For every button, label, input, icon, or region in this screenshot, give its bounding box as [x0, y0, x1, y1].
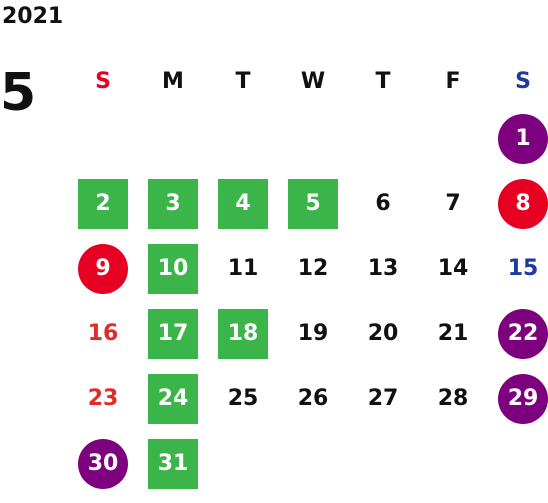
day-number: 31: [148, 438, 198, 489]
day-cell-8[interactable]: 8: [488, 171, 548, 236]
day-number: 28: [437, 386, 469, 411]
day-number: 15: [507, 256, 539, 281]
day-cell-23[interactable]: 23: [68, 366, 138, 431]
empty-cell: [418, 106, 488, 171]
day-cell-12[interactable]: 12: [278, 236, 348, 301]
empty-cell: [208, 106, 278, 171]
weekday-1: M: [162, 68, 184, 94]
day-cell-22[interactable]: 22: [488, 301, 548, 366]
day-cell-2[interactable]: 2: [68, 171, 138, 236]
day-cell-18[interactable]: 18: [208, 301, 278, 366]
day-number: 19: [297, 321, 329, 346]
day-number: 25: [227, 386, 259, 411]
empty-cell: [278, 106, 348, 171]
day-number: 18: [218, 308, 268, 359]
day-number: 8: [498, 178, 548, 229]
day-number: 12: [297, 256, 329, 281]
day-cell-29[interactable]: 29: [488, 366, 548, 431]
weekday-2: T: [235, 68, 251, 94]
weekday-4: T: [375, 68, 391, 94]
day-number: 6: [375, 191, 391, 216]
day-number: 24: [148, 373, 198, 424]
day-number: 13: [367, 256, 399, 281]
empty-cell: [348, 106, 418, 171]
day-cell-28[interactable]: 28: [418, 366, 488, 431]
day-cell-19[interactable]: 19: [278, 301, 348, 366]
day-cell-1[interactable]: 1: [488, 106, 548, 171]
month-number: 5: [0, 63, 37, 123]
day-cell-3[interactable]: 3: [138, 171, 208, 236]
day-cell-30[interactable]: 30: [68, 431, 138, 496]
day-cell-17[interactable]: 17: [138, 301, 208, 366]
day-number: 5: [288, 178, 338, 229]
day-number: 7: [445, 191, 461, 216]
day-number: 2: [78, 178, 128, 229]
day-number: 29: [498, 373, 548, 424]
day-number: 16: [87, 321, 119, 346]
weekday-5: F: [445, 68, 461, 94]
weekday-6: S: [515, 68, 531, 94]
empty-cell: [68, 106, 138, 171]
day-number: 23: [87, 386, 119, 411]
day-cell-15[interactable]: 15: [488, 236, 548, 301]
day-cell-31[interactable]: 31: [138, 431, 208, 496]
day-number: 1: [498, 113, 548, 164]
day-cell-6[interactable]: 6: [348, 171, 418, 236]
day-number: 9: [78, 243, 128, 294]
day-cell-14[interactable]: 14: [418, 236, 488, 301]
day-number: 17: [148, 308, 198, 359]
day-number: 4: [218, 178, 268, 229]
weekday-3: W: [300, 68, 326, 94]
day-number: 30: [78, 438, 128, 489]
day-number: 14: [437, 256, 469, 281]
day-number: 3: [148, 178, 198, 229]
day-cell-10[interactable]: 10: [138, 236, 208, 301]
day-number: 10: [148, 243, 198, 294]
day-cell-4[interactable]: 4: [208, 171, 278, 236]
day-cell-11[interactable]: 11: [208, 236, 278, 301]
day-cell-26[interactable]: 26: [278, 366, 348, 431]
day-number: 20: [367, 321, 399, 346]
day-cell-25[interactable]: 25: [208, 366, 278, 431]
day-cell-21[interactable]: 21: [418, 301, 488, 366]
day-number: 26: [297, 386, 329, 411]
weekday-0: S: [95, 68, 111, 94]
day-number: 22: [498, 308, 548, 359]
day-cell-20[interactable]: 20: [348, 301, 418, 366]
day-number: 11: [227, 256, 259, 281]
day-cell-9[interactable]: 9: [68, 236, 138, 301]
day-cell-7[interactable]: 7: [418, 171, 488, 236]
day-number: 27: [367, 386, 399, 411]
day-number: 21: [437, 321, 469, 346]
empty-cell: [138, 106, 208, 171]
day-cell-13[interactable]: 13: [348, 236, 418, 301]
year-label: 2021: [2, 4, 64, 29]
day-cell-24[interactable]: 24: [138, 366, 208, 431]
day-cell-5[interactable]: 5: [278, 171, 348, 236]
day-cell-27[interactable]: 27: [348, 366, 418, 431]
day-cell-16[interactable]: 16: [68, 301, 138, 366]
